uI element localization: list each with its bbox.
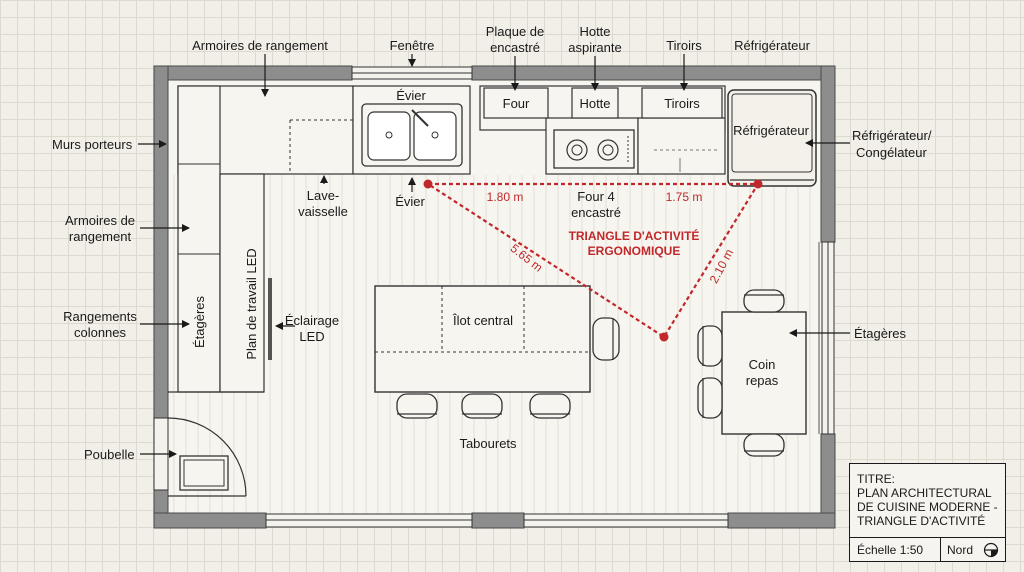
triangle-title-1: TRIANGLE D'ACTIVITÉ — [569, 228, 700, 243]
label-eclairage-2: LED — [299, 329, 324, 344]
title-block: TITRE: PLAN ARCHITECTURAL DE CUISINE MOD… — [849, 463, 1006, 562]
scale-label: Échelle 1:50 — [857, 543, 924, 557]
label-lave-1: Lave- — [307, 188, 340, 203]
window-top — [351, 66, 473, 80]
north-label: Nord — [947, 543, 974, 557]
work-triangle — [423, 179, 763, 342]
label-refcong-2: Congélateur — [856, 145, 927, 160]
label-fenetre: Fenêtre — [390, 38, 435, 53]
cooktop — [553, 129, 635, 169]
label-tabourets: Tabourets — [459, 436, 517, 451]
label-tiroirs-top: Tiroirs — [666, 38, 702, 53]
distance-1: 1.80 m — [487, 190, 524, 204]
label-etageres-right: Étagères — [854, 326, 907, 341]
north-arrow-icon — [983, 542, 999, 558]
label-plaque-2: encastré — [490, 40, 540, 55]
label-rangements-2: colonnes — [74, 325, 127, 340]
label-hotte-box: Hotte — [579, 96, 610, 111]
left-counter — [177, 85, 265, 393]
label-poubelle: Poubelle — [84, 447, 135, 462]
label-plaque-1: Plaque de — [486, 24, 545, 39]
title-block-line-1: TITRE: — [857, 472, 895, 486]
label-hotte-1: Hotte — [579, 24, 610, 39]
label-eclairage-1: Éclairage — [285, 313, 339, 328]
title-block-line-2: PLAN ARCHITECTURAL — [857, 486, 992, 500]
label-four4-1: Four 4 — [577, 189, 615, 204]
label-armoires-left-1: Armoires de — [65, 213, 135, 228]
triangle-point-sink — [423, 179, 433, 189]
label-murs-porteurs: Murs porteurs — [52, 137, 133, 152]
label-evier-bottom: Évier — [395, 194, 425, 209]
window-right — [818, 241, 835, 435]
refrigerator — [727, 89, 817, 187]
label-refrigerateur-top: Réfrigérateur — [734, 38, 811, 53]
label-evier-top: Évier — [396, 88, 426, 103]
label-hotte-2: aspirante — [568, 40, 621, 55]
sink — [361, 103, 463, 167]
distance-2: 1.75 m — [666, 190, 703, 204]
trash-bin — [179, 455, 229, 491]
title-block-line-4: TRIANGLE D'ACTIVITÉ — [857, 514, 986, 528]
label-ilot: Îlot central — [452, 313, 513, 328]
label-plan-travail: Plan de travail LED — [244, 248, 259, 359]
title-block-line-3: DE CUISINE MODERNE - — [857, 500, 998, 514]
label-refrigerateur-box: Réfrigérateur — [733, 123, 810, 138]
label-four4-2: encastré — [571, 205, 621, 220]
label-armoires-top: Armoires de rangement — [192, 38, 328, 53]
triangle-point-island — [659, 332, 669, 342]
triangle-point-fridge — [753, 179, 763, 189]
triangle-title-2: ERGONOMIQUE — [588, 244, 681, 258]
label-refcong-1: Réfrigérateur/ — [852, 128, 932, 143]
label-four-box: Four — [503, 96, 530, 111]
label-armoires-left-2: rangement — [69, 229, 132, 244]
label-lave-2: vaisselle — [298, 204, 348, 219]
label-coin-1: Coin — [749, 357, 776, 372]
label-rangements-1: Rangements — [63, 309, 137, 324]
led-strip — [268, 278, 272, 360]
window-bottom — [265, 513, 729, 528]
label-etageres-inner: Étagères — [192, 295, 207, 348]
hotte-box — [571, 87, 619, 119]
label-tiroirs-box: Tiroirs — [664, 96, 700, 111]
kitchen-island — [374, 285, 591, 393]
label-coin-2: repas — [746, 373, 779, 388]
exterior-walls — [153, 65, 836, 529]
